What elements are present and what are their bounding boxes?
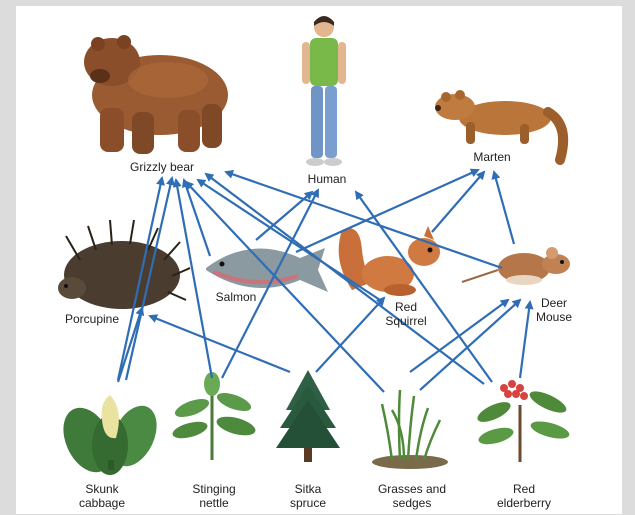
label-human: Human <box>308 172 347 186</box>
label-stinging-nettle-line1: Stinging <box>192 482 235 496</box>
skunk-cabbage-illustration <box>54 395 166 480</box>
arrow-skunk-cabbage-to-porcupine <box>118 308 142 382</box>
label-sitka-spruce: Sitka spruce <box>290 482 326 510</box>
label-sitka-spruce-line2: spruce <box>290 496 326 510</box>
label-salmon: Salmon <box>216 290 257 304</box>
label-red-squirrel-line1: Red <box>385 300 426 314</box>
arrow-sitka-spruce-to-red-squirrel <box>316 298 384 372</box>
label-stinging-nettle: Stinging nettle <box>192 482 235 510</box>
label-porcupine: Porcupine <box>65 312 119 326</box>
label-stinging-nettle-line2: nettle <box>192 496 235 510</box>
porcupine-illustration <box>58 220 190 309</box>
label-red-elderberry-line1: Red <box>497 482 551 496</box>
label-skunk-cabbage-line2: cabbage <box>79 496 125 510</box>
label-deer-mouse-line1: Deer <box>536 296 572 310</box>
label-red-squirrel: Red Squirrel <box>385 300 426 328</box>
human-illustration <box>302 16 346 166</box>
arrow-grasses-to-deer-mouse <box>420 300 520 390</box>
arrow-red-squirrel-to-marten <box>432 172 484 232</box>
label-skunk-cabbage-line1: Skunk <box>79 482 125 496</box>
label-red-squirrel-line2: Squirrel <box>385 314 426 328</box>
grasses-illustration <box>372 390 448 469</box>
label-red-elderberry: Red elderberry <box>497 482 551 510</box>
label-red-elderberry-line2: elderberry <box>497 496 551 510</box>
stinging-nettle-illustration <box>171 372 258 460</box>
red-elderberry-illustration <box>475 380 571 462</box>
arrow-elderberry-to-deer-mouse <box>520 302 530 378</box>
label-skunk-cabbage: Skunk cabbage <box>79 482 125 510</box>
deer-mouse-illustration <box>462 247 570 285</box>
label-grasses-sedges-line2: sedges <box>378 496 446 510</box>
arrow-deer-mouse-to-marten <box>494 172 514 244</box>
arrow-sitka-spruce-to-porcupine <box>150 316 290 372</box>
label-sitka-spruce-line1: Sitka <box>290 482 326 496</box>
label-marten: Marten <box>473 150 510 164</box>
grizzly-bear-illustration <box>84 35 228 154</box>
label-grasses-sedges-line1: Grasses and <box>378 482 446 496</box>
food-web-arrows <box>118 170 530 392</box>
label-grizzly-bear: Grizzly bear <box>130 160 194 174</box>
label-grasses-sedges: Grasses and sedges <box>378 482 446 510</box>
label-deer-mouse-line2: Mouse <box>536 310 572 324</box>
label-deer-mouse: Deer Mouse <box>536 296 572 324</box>
sitka-spruce-illustration <box>276 370 340 462</box>
